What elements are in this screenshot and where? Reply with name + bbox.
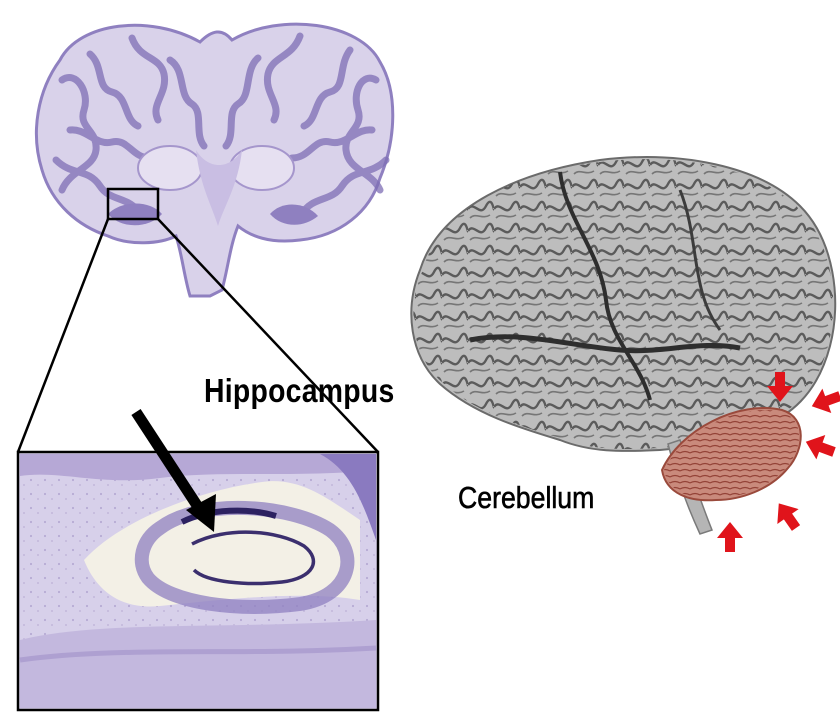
coronal-section bbox=[36, 24, 392, 296]
red-arrow-icon bbox=[801, 430, 838, 465]
zoom-line-left bbox=[18, 219, 108, 452]
red-arrow-icon bbox=[807, 384, 840, 419]
zoom-line-right bbox=[158, 219, 378, 452]
red-arrow-icon bbox=[768, 496, 807, 535]
cerebellum-label: Cerebellum bbox=[458, 482, 594, 513]
lateral-brain bbox=[411, 157, 835, 534]
hippocampus-label: Hippocampus bbox=[204, 374, 394, 407]
hippocampus-panel bbox=[18, 452, 378, 710]
red-arrow-icon bbox=[717, 522, 743, 552]
